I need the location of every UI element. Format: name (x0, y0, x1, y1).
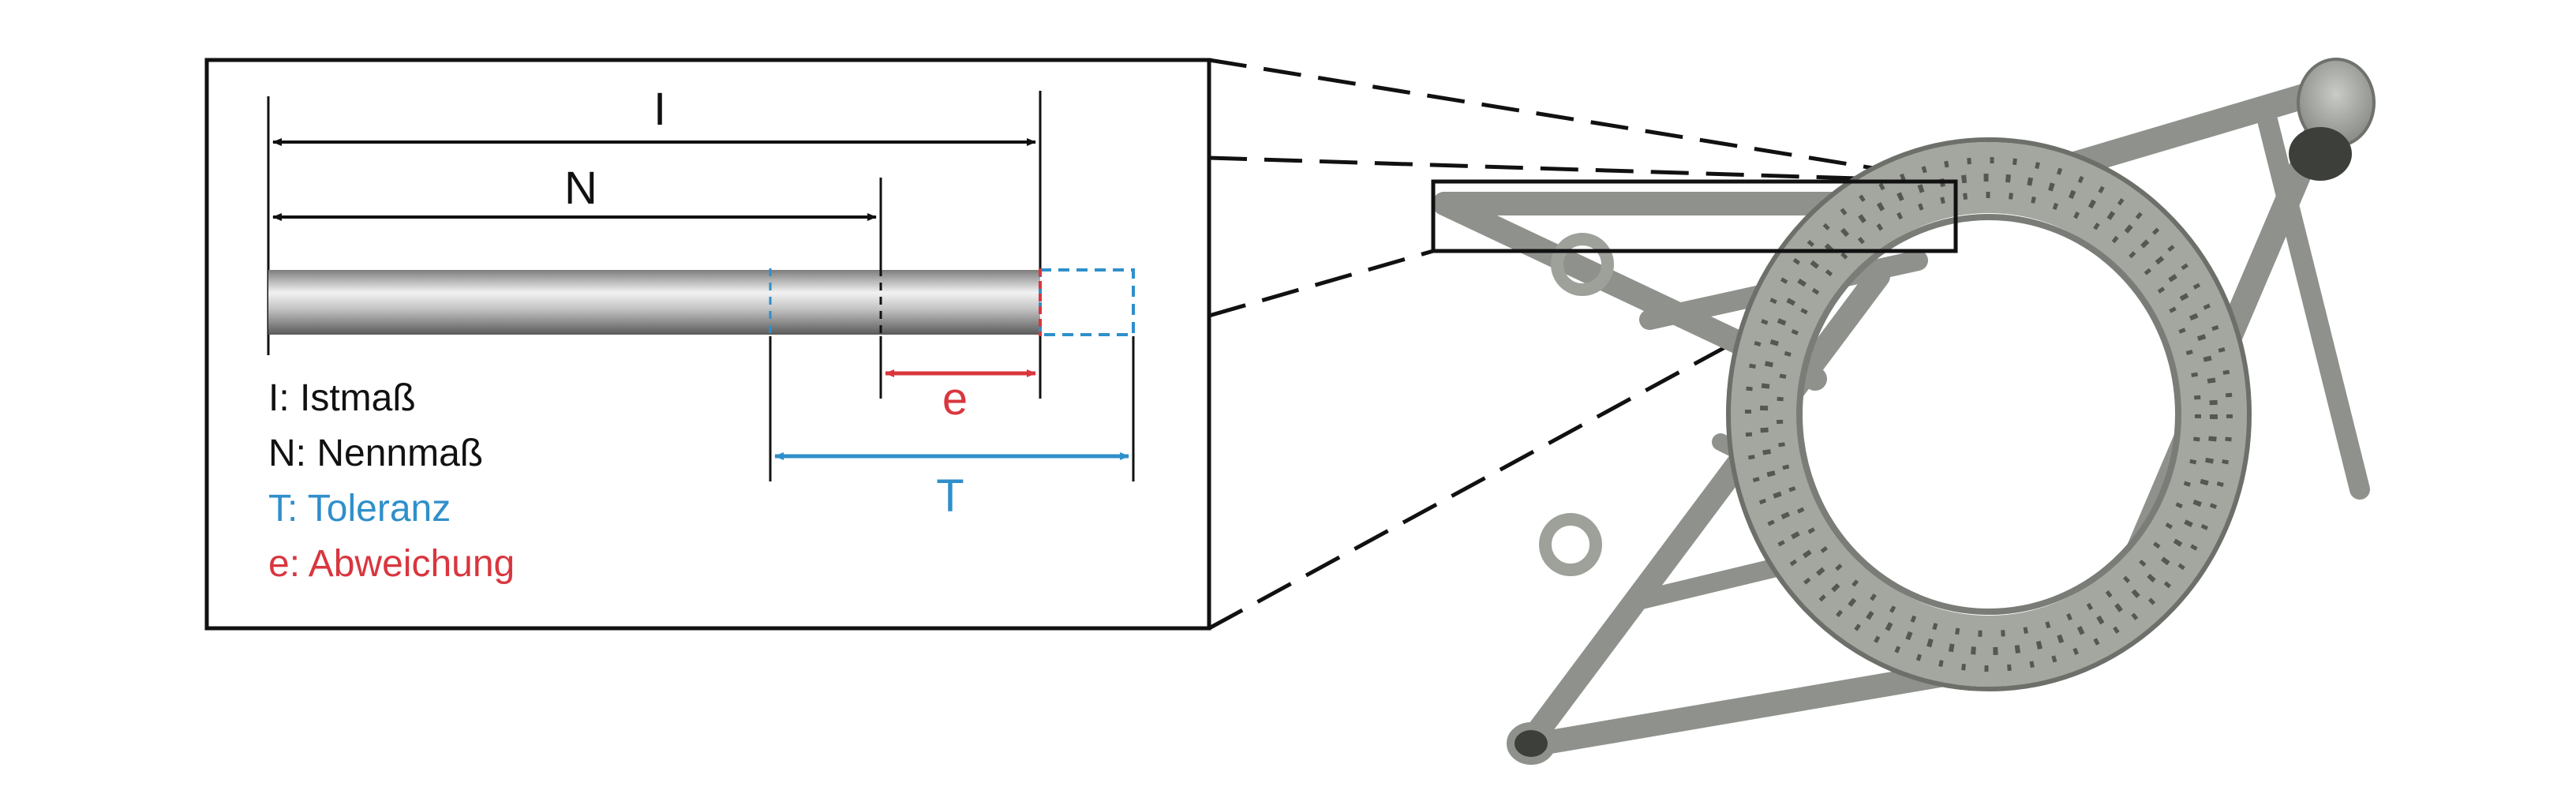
perforated-ring (1726, 137, 2252, 691)
inset-frame (204, 58, 1211, 631)
legend-entry: e: Abweichung (268, 543, 515, 585)
deviation-label: e (942, 373, 968, 425)
zoom-connector-lines (1208, 58, 1956, 631)
actual-dimension-label: I (653, 84, 666, 135)
legend-entry: I: Istmaß (268, 377, 416, 419)
legend-entry: N: Nennmaß (268, 433, 483, 474)
tolerance-zone-outline (1039, 268, 1135, 336)
tube-end (1507, 722, 1556, 765)
measured-rod (268, 270, 1040, 335)
legend: I: Istmaß N: Nennmaß T: Toleranz e: Abwe… (268, 377, 515, 585)
eyelet (1539, 513, 1602, 576)
eyelet (1551, 233, 1614, 296)
tolerance-label: T (936, 470, 964, 522)
lattice-part-illustration (1432, 58, 2376, 765)
nominal-dimension-label: N (564, 163, 597, 214)
detail-highlight-box (1431, 179, 1958, 253)
legend-entry: T: Toleranz (268, 488, 451, 530)
